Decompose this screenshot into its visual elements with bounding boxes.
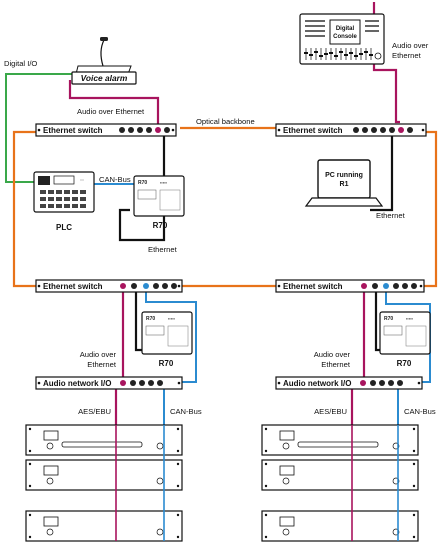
console-label-console: Console bbox=[333, 34, 357, 40]
audio-io-label: Audio network I/O bbox=[283, 379, 351, 388]
r70-device-upper[interactable]: R70 ▪▪▪▪▪ bbox=[133, 175, 185, 217]
svg-text:▪▪▪▪▪: ▪▪▪▪▪ bbox=[406, 316, 414, 321]
console-audio-label-1: Audio over bbox=[392, 41, 429, 50]
r70-label-upper: R70 bbox=[153, 221, 168, 230]
optical-backbone-cable bbox=[12, 126, 438, 288]
svg-text:R70: R70 bbox=[138, 180, 147, 186]
audio-over-ethernet-label: Audio over Ethernet bbox=[77, 107, 145, 116]
console-label-digital: Digital bbox=[336, 26, 355, 32]
amplifier-left-3[interactable] bbox=[25, 510, 183, 542]
audio-over-label-left-2: Ethernet bbox=[87, 360, 117, 369]
audio-network-io-right[interactable]: Audio network I/O bbox=[275, 376, 423, 390]
r70-label-lower-right: R70 bbox=[397, 359, 412, 368]
plc-device[interactable]: :::: bbox=[33, 171, 95, 213]
pc-laptop[interactable]: PC running R1 bbox=[304, 159, 384, 207]
digital-io-cable bbox=[5, 73, 72, 183]
svg-text:▪▪▪▪▪: ▪▪▪▪▪ bbox=[160, 180, 168, 185]
r70-label-lower-left: R70 bbox=[159, 359, 174, 368]
amplifier-right-1[interactable] bbox=[261, 424, 419, 456]
ethernet-switch-bottom-left[interactable]: Ethernet switch bbox=[35, 279, 183, 293]
ethernet-switch-bottom-right[interactable]: Ethernet switch bbox=[275, 279, 425, 293]
amplifier-left-1[interactable] bbox=[25, 424, 183, 456]
amplifier-left-2[interactable] bbox=[25, 459, 183, 491]
can-bus-cables bbox=[94, 183, 431, 426]
voice-alarm-device[interactable]: Voice alarm bbox=[71, 37, 137, 85]
ethernet-switch-top-right[interactable]: Ethernet switch bbox=[275, 123, 427, 137]
switch-label: Ethernet switch bbox=[283, 126, 343, 135]
svg-text:▪▪▪▪▪: ▪▪▪▪▪ bbox=[168, 316, 176, 321]
r70-device-lower-right[interactable]: R70 ▪▪▪▪▪ bbox=[379, 311, 431, 355]
plc-label: PLC bbox=[56, 223, 72, 232]
r70-device-lower-left[interactable]: R70 ▪▪▪▪▪ bbox=[141, 311, 193, 355]
pc-label-2: R1 bbox=[340, 181, 349, 188]
can-bus-upper-label: CAN-Bus bbox=[99, 175, 131, 184]
voice-alarm-label: Voice alarm bbox=[81, 73, 128, 83]
switch-label: Ethernet switch bbox=[283, 282, 343, 291]
aes-ebu-label-left: AES/EBU bbox=[78, 407, 111, 416]
audio-over-label-left-1: Audio over bbox=[80, 350, 117, 359]
optical-backbone-label: Optical backbone bbox=[196, 117, 255, 126]
svg-text:R70: R70 bbox=[146, 316, 155, 322]
audio-io-label: Audio network I/O bbox=[43, 379, 111, 388]
svg-text:::::: :::: bbox=[80, 177, 84, 182]
aes-ebu-label-right: AES/EBU bbox=[314, 407, 347, 416]
amplifier-right-2[interactable] bbox=[261, 459, 419, 491]
pc-label-1: PC running bbox=[325, 172, 363, 179]
audio-over-label-right-1: Audio over bbox=[314, 350, 351, 359]
digital-io-label: Digital I/O bbox=[4, 59, 37, 68]
switch-label: Ethernet switch bbox=[43, 126, 103, 135]
svg-text:R70: R70 bbox=[384, 316, 393, 322]
console-audio-label-2: Ethernet bbox=[392, 51, 422, 60]
audio-network-io-left[interactable]: Audio network I/O bbox=[35, 376, 183, 390]
amplifier-right-3[interactable] bbox=[261, 510, 419, 542]
digital-console-device[interactable]: Digital Console bbox=[299, 13, 385, 65]
can-bus-label-right: CAN-Bus bbox=[404, 407, 436, 416]
switch-label: Ethernet switch bbox=[43, 282, 103, 291]
ethernet-label-right: Ethernet bbox=[376, 211, 406, 220]
audio-over-label-right-2: Ethernet bbox=[321, 360, 351, 369]
ethernet-switch-top-left[interactable]: Ethernet switch bbox=[35, 123, 177, 137]
can-bus-label-left: CAN-Bus bbox=[170, 407, 202, 416]
ethernet-label-left: Ethernet bbox=[148, 245, 178, 254]
